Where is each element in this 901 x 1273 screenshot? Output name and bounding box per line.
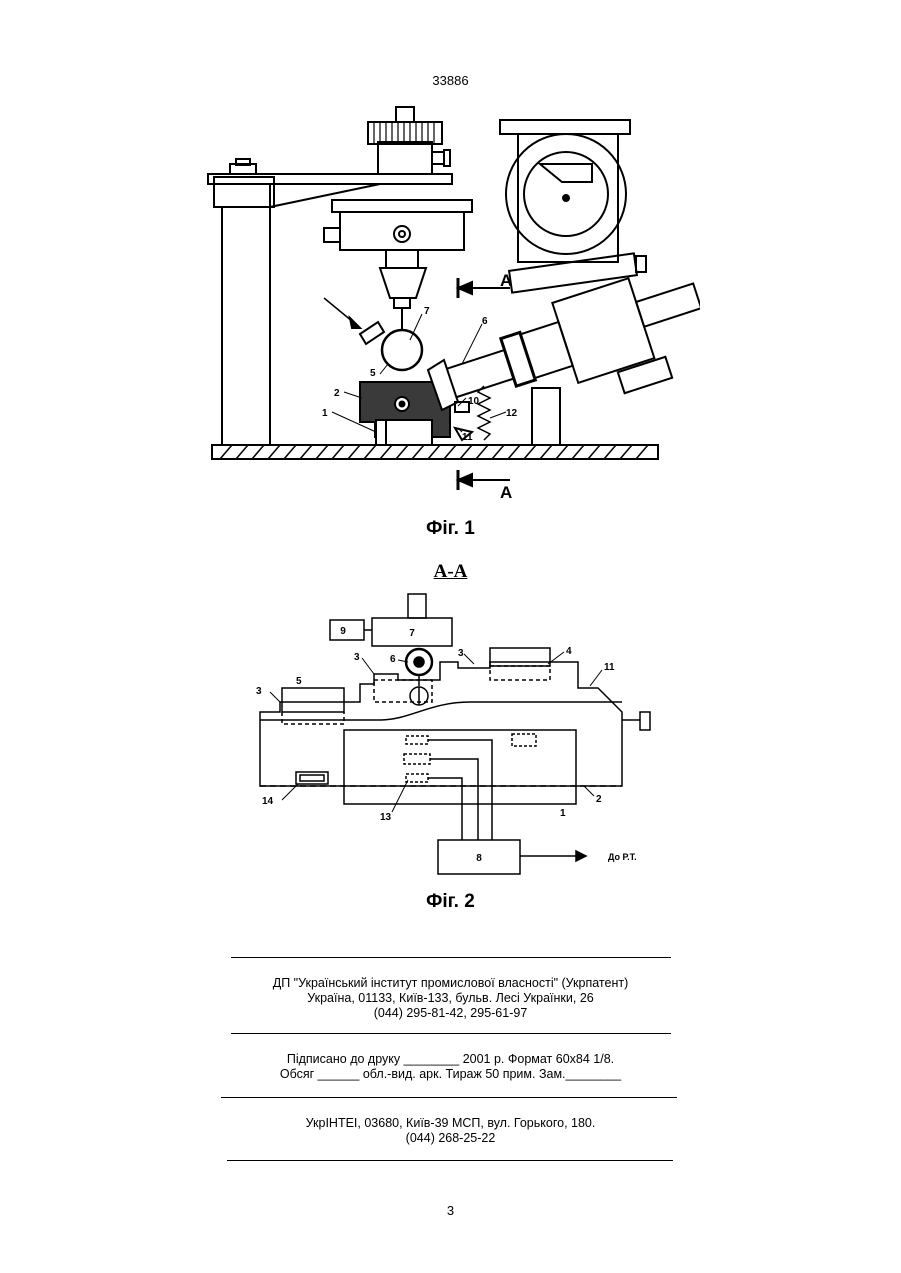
divider: [221, 1097, 677, 1098]
callout-7: 7: [409, 628, 415, 639]
callout-10: 10: [468, 396, 480, 407]
callout-11: 11: [604, 662, 615, 673]
printer-block: УкрІНТЕІ, 03680, Київ-39 МСП, вул. Горьк…: [0, 1116, 901, 1146]
callout-2: 2: [596, 794, 602, 805]
publisher-line: ДП "Український інститут промислової вла…: [0, 976, 901, 991]
address-line: Україна, 01133, Київ-133, бульв. Лесі Ук…: [0, 991, 901, 1006]
callout-5: 5: [370, 368, 376, 379]
section-title: А-А: [434, 561, 468, 582]
callout-3-left: 3: [256, 686, 262, 697]
callout-11: 11: [462, 432, 473, 443]
callout-9: 9: [340, 626, 346, 637]
volume-line: Обсяг ______ обл.-вид. арк. Тираж 50 при…: [0, 1067, 901, 1082]
publisher-block: ДП "Український інститут промислової вла…: [0, 976, 901, 1021]
section-label-bottom: A: [500, 483, 512, 502]
page-number: 3: [0, 1203, 901, 1218]
signed-line: Підписано до друку ________ 2001 р. Форм…: [0, 1052, 901, 1067]
callout-14: 14: [262, 796, 274, 807]
printer-phone: (044) 268-25-22: [0, 1131, 901, 1146]
callout-12: 12: [506, 408, 518, 419]
callout-4: 4: [566, 646, 572, 657]
callout-5: 5: [296, 676, 302, 687]
divider: [231, 1033, 671, 1034]
printer-line: УкрІНТЕІ, 03680, Київ-39 МСП, вул. Горьк…: [0, 1116, 901, 1131]
phone-line: (044) 295-81-42, 295-61-97: [0, 1006, 901, 1021]
callout-1: 1: [322, 408, 328, 419]
callout-3-right: 3: [458, 648, 464, 659]
figure-1-caption: Фіг. 1: [0, 518, 901, 540]
callout-8: 8: [476, 853, 482, 864]
divider: [227, 1160, 673, 1161]
callout-13: 13: [380, 812, 392, 823]
callout-7: 7: [424, 306, 430, 317]
figure-2-caption: Фіг. 2: [0, 891, 901, 913]
divider: [231, 957, 671, 958]
document-number: 33886: [0, 73, 901, 88]
callout-3-center: 3: [354, 652, 360, 663]
output-label: До Р.Т.: [608, 852, 637, 862]
callout-1: 1: [560, 808, 566, 819]
callout-6: 6: [390, 654, 396, 665]
print-details-block: Підписано до друку ________ 2001 р. Форм…: [0, 1052, 901, 1082]
callout-2: 2: [334, 388, 340, 399]
figure-2-drawing: 9 7 6 3 3 3 4 5 11 14 13 1 2 8 До Р.Т.: [230, 580, 690, 900]
callout-6: 6: [482, 316, 488, 327]
figure-1-drawing: A A 7 6 5 2 1 10 11 12: [200, 102, 700, 512]
section-label-top: A: [500, 271, 512, 290]
